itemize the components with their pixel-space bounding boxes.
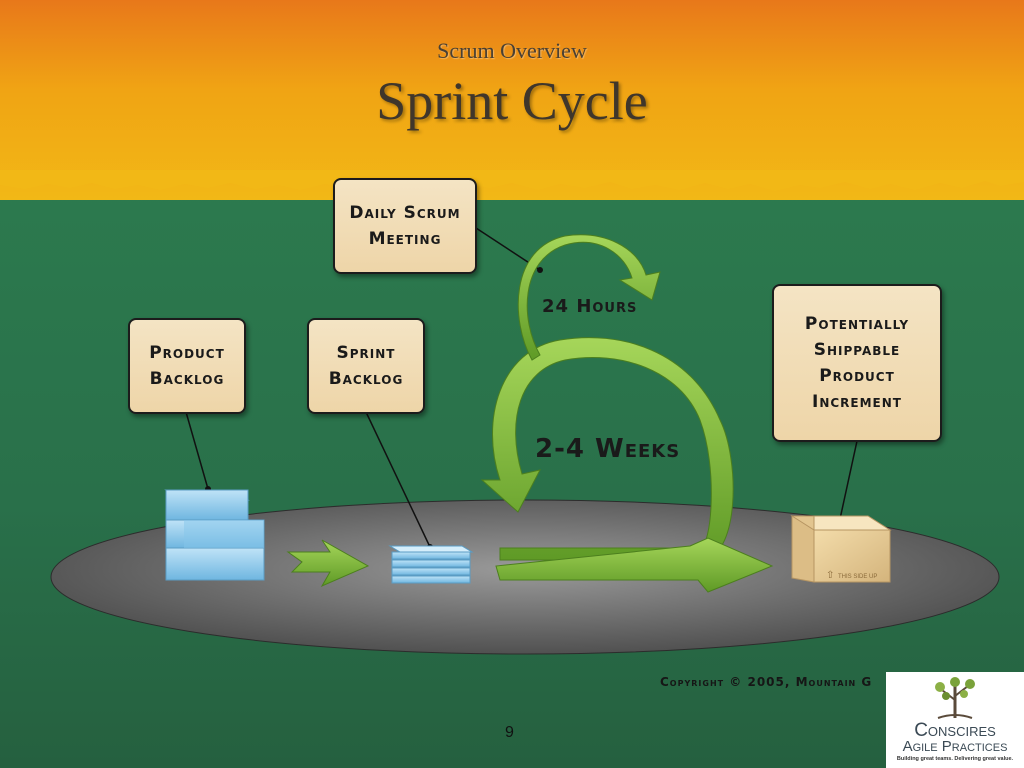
label-2-4-weeks: 2-4 Weeks bbox=[535, 434, 681, 464]
card-product-backlog: Product Backlog bbox=[128, 318, 246, 414]
card-sprint-backlog: Sprint Backlog bbox=[307, 318, 425, 414]
product-backlog-stack-icon bbox=[164, 489, 265, 581]
connector-sprint-backlog bbox=[365, 411, 431, 548]
connector-dot bbox=[537, 267, 543, 273]
logo-name: Conscires bbox=[914, 720, 996, 741]
up-arrow-icon: ⇧ bbox=[826, 570, 834, 581]
box-label: THIS SIDE UP bbox=[838, 574, 877, 580]
page-number: 9 bbox=[505, 724, 514, 741]
company-logo: Conscires Agile Practices Building great… bbox=[886, 672, 1024, 768]
tree-icon bbox=[935, 677, 975, 719]
sprint-loop-arrowhead bbox=[495, 537, 774, 593]
arrow-to-sprint-backlog bbox=[286, 539, 370, 588]
copyright-text: Copyright © 2005, Mountain G bbox=[660, 675, 873, 689]
sprint-backlog-stack-icon bbox=[388, 545, 474, 584]
slide-title: Sprint Cycle bbox=[376, 71, 648, 131]
logo-subtitle: Agile Practices bbox=[902, 738, 1008, 755]
card-shippable-increment: Potentially Shippable Product Increment bbox=[772, 284, 942, 442]
card-daily-scrum: Daily Scrum Meeting bbox=[333, 178, 477, 274]
slide-subtitle: Scrum Overview bbox=[437, 38, 587, 63]
torn-edge bbox=[0, 170, 1024, 191]
header-band bbox=[0, 0, 1024, 200]
logo-tagline: Building great teams. Delivering great v… bbox=[896, 756, 1014, 762]
daily-loop-arrow bbox=[517, 234, 661, 361]
shippable-box-icon: THIS SIDE UP ⇧ bbox=[790, 515, 892, 583]
connector-shippable bbox=[839, 440, 858, 520]
connector-product-backlog bbox=[185, 411, 209, 490]
label-24-hours: 24 Hours bbox=[542, 296, 638, 317]
